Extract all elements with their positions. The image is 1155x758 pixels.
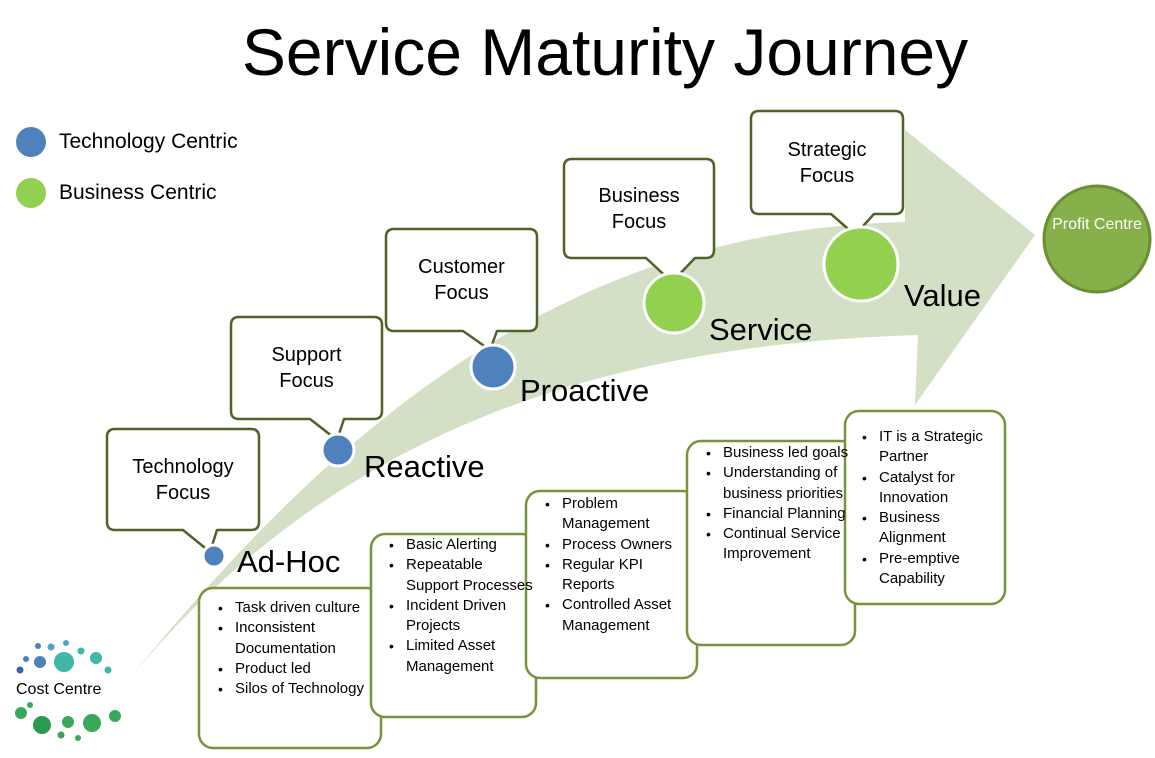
callout-customer-focus: Customer Focus — [386, 229, 537, 331]
list-item: Inconsistent Documentation — [214, 618, 374, 659]
list-item: Understanding of business priorities — [702, 463, 854, 504]
cost-centre-label: Cost Centre — [16, 681, 102, 698]
callout-business-focus-shape — [562, 157, 716, 284]
list-item: Repeatable Support Processes — [385, 555, 535, 596]
callout-strategic-focus-text: Strategic Focus — [787, 138, 867, 187]
stage-label-value: Value — [904, 278, 981, 313]
stage-dot-proactive — [469, 343, 517, 391]
profit-centre-circle — [1042, 184, 1152, 294]
list-item: Process Owners — [541, 535, 697, 556]
legend-item-technology: Technology Centric — [16, 127, 238, 157]
box-proactive-list: Problem Management Process Owners Regula… — [541, 494, 697, 636]
box-reactive-list: Basic Alerting Repeatable Support Proces… — [385, 535, 535, 677]
legend-technology-dot — [16, 127, 46, 157]
stage-label-service: Service — [709, 312, 813, 347]
list-item: IT is a Strategic Partner — [858, 427, 1002, 468]
list-item: Catalyst for Innovation — [858, 468, 1002, 509]
list-item: Pre-emptive Capability — [858, 549, 1002, 590]
profit-centre-label: Profit Centre — [1052, 216, 1142, 233]
list-item: Silos of Technology — [214, 679, 374, 700]
legend-item-business: Business Centric — [16, 178, 217, 208]
list-item: Problem Management — [541, 494, 697, 535]
list-item: Task driven culture — [214, 598, 374, 619]
callout-strategic-focus: Strategic Focus — [751, 111, 903, 214]
stage-dot-value — [822, 225, 900, 303]
callout-customer-focus-shape — [384, 227, 539, 352]
box-service-list: Business led goals Understanding of busi… — [702, 443, 854, 565]
callout-support-focus-shape — [229, 315, 384, 442]
cost-centre-logo — [15, 640, 121, 741]
list-item: Product led — [214, 659, 374, 680]
list-item: Continual Service Improvement — [702, 524, 854, 565]
callout-support-focus-text: Support Focus — [271, 344, 342, 392]
list-item: Regular KPI Reports — [541, 555, 697, 596]
box-value-list: IT is a Strategic Partner Catalyst for I… — [858, 427, 1002, 589]
list-item: Limited Asset Management — [385, 636, 535, 677]
list-item: Controlled Asset Management — [541, 595, 697, 636]
journey-arrow — [120, 130, 1035, 690]
callout-technology-focus-text: Technology Focus — [132, 455, 234, 504]
box-ad-hoc-list: Task driven culture Inconsistent Documen… — [214, 598, 374, 700]
list-item: Incident Driven Projects — [385, 596, 535, 637]
stage-dot-service — [642, 271, 706, 335]
list-item: Financial Planning — [702, 504, 854, 525]
callout-strategic-focus-shape — [749, 109, 905, 237]
legend-business-label: Business Centric — [59, 181, 217, 204]
list-item: Business led goals — [702, 443, 854, 464]
list-item: Basic Alerting — [385, 535, 535, 556]
diagram-title: Service Maturity Journey — [241, 15, 969, 89]
legend-business-dot — [16, 178, 46, 208]
callout-business-focus-text: Business Focus — [598, 184, 680, 233]
stage-dot-ad-hoc — [201, 543, 227, 569]
legend-technology-label: Technology Centric — [59, 130, 238, 153]
callout-technology-focus-shape — [105, 427, 261, 554]
callout-technology-focus: Technology Focus — [107, 429, 259, 530]
callout-customer-focus-text: Customer Focus — [418, 256, 505, 304]
stage-label-ad-hoc: Ad-Hoc — [237, 544, 341, 579]
callout-support-focus: Support Focus — [231, 317, 382, 419]
callout-business-focus: Business Focus — [564, 159, 714, 258]
stage-dot-reactive — [320, 432, 356, 468]
list-item: Business Alignment — [858, 508, 1002, 549]
stage-label-proactive: Proactive — [520, 373, 650, 408]
stage-label-reactive: Reactive — [364, 449, 485, 484]
